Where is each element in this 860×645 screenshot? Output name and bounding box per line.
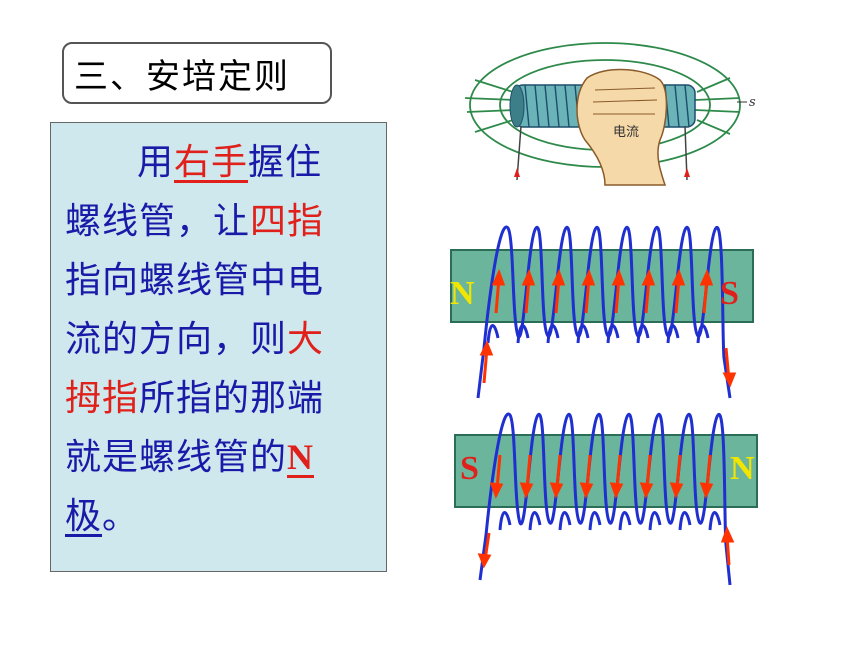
- solenoid-bottom-current-arrows: [477, 454, 735, 569]
- thumb-highlight-1: 大: [287, 319, 325, 360]
- solenoid-bottom: S N: [454, 412, 758, 586]
- solenoid-bottom-front-wire: [478, 412, 732, 586]
- hand-drawing: [576, 68, 668, 186]
- solenoid-top: N S: [450, 225, 754, 399]
- section-title-text: 三、安培定则: [74, 56, 290, 97]
- hand-solenoid-figure: 电流 s: [464, 42, 756, 186]
- four-fingers-highlight: 四指: [250, 201, 325, 242]
- rule-line-2: 螺线管，让四指: [65, 201, 325, 242]
- solenoid-bottom-right-pole: N: [730, 450, 755, 487]
- thumb-highlight-2: 拇指: [65, 378, 140, 419]
- right-hand-highlight: 右手: [174, 142, 249, 183]
- rule-line-4: 流的方向，则大: [65, 319, 325, 360]
- solenoid-top-right-pole: S: [720, 275, 739, 312]
- solenoid-top-left-pole: N: [450, 275, 475, 312]
- rule-line-1: 用右手握住: [137, 142, 323, 183]
- rule-line-5: 拇指所指的那端: [65, 378, 325, 419]
- rule-text-box: 用右手握住 螺线管，让四指 指向螺线管中电 流的方向，则大 拇指所指的那端 就是…: [50, 122, 387, 572]
- n-pole-highlight: N: [287, 437, 315, 477]
- section-title: 三、安培定则: [62, 42, 332, 104]
- solenoid-top-front-wire: [476, 225, 732, 399]
- current-label: 电流: [613, 125, 639, 140]
- solenoid-bottom-left-pole: S: [460, 450, 479, 487]
- pole-label: s: [749, 95, 756, 110]
- solenoid-top-current-arrows: [479, 269, 737, 388]
- rule-line-3: 指向螺线管中电: [65, 260, 325, 301]
- rule-line-6: 就是螺线管的N: [65, 437, 315, 478]
- rule-line-7: 极。: [65, 496, 140, 537]
- solenoid-bottom-back-wire: [498, 511, 722, 531]
